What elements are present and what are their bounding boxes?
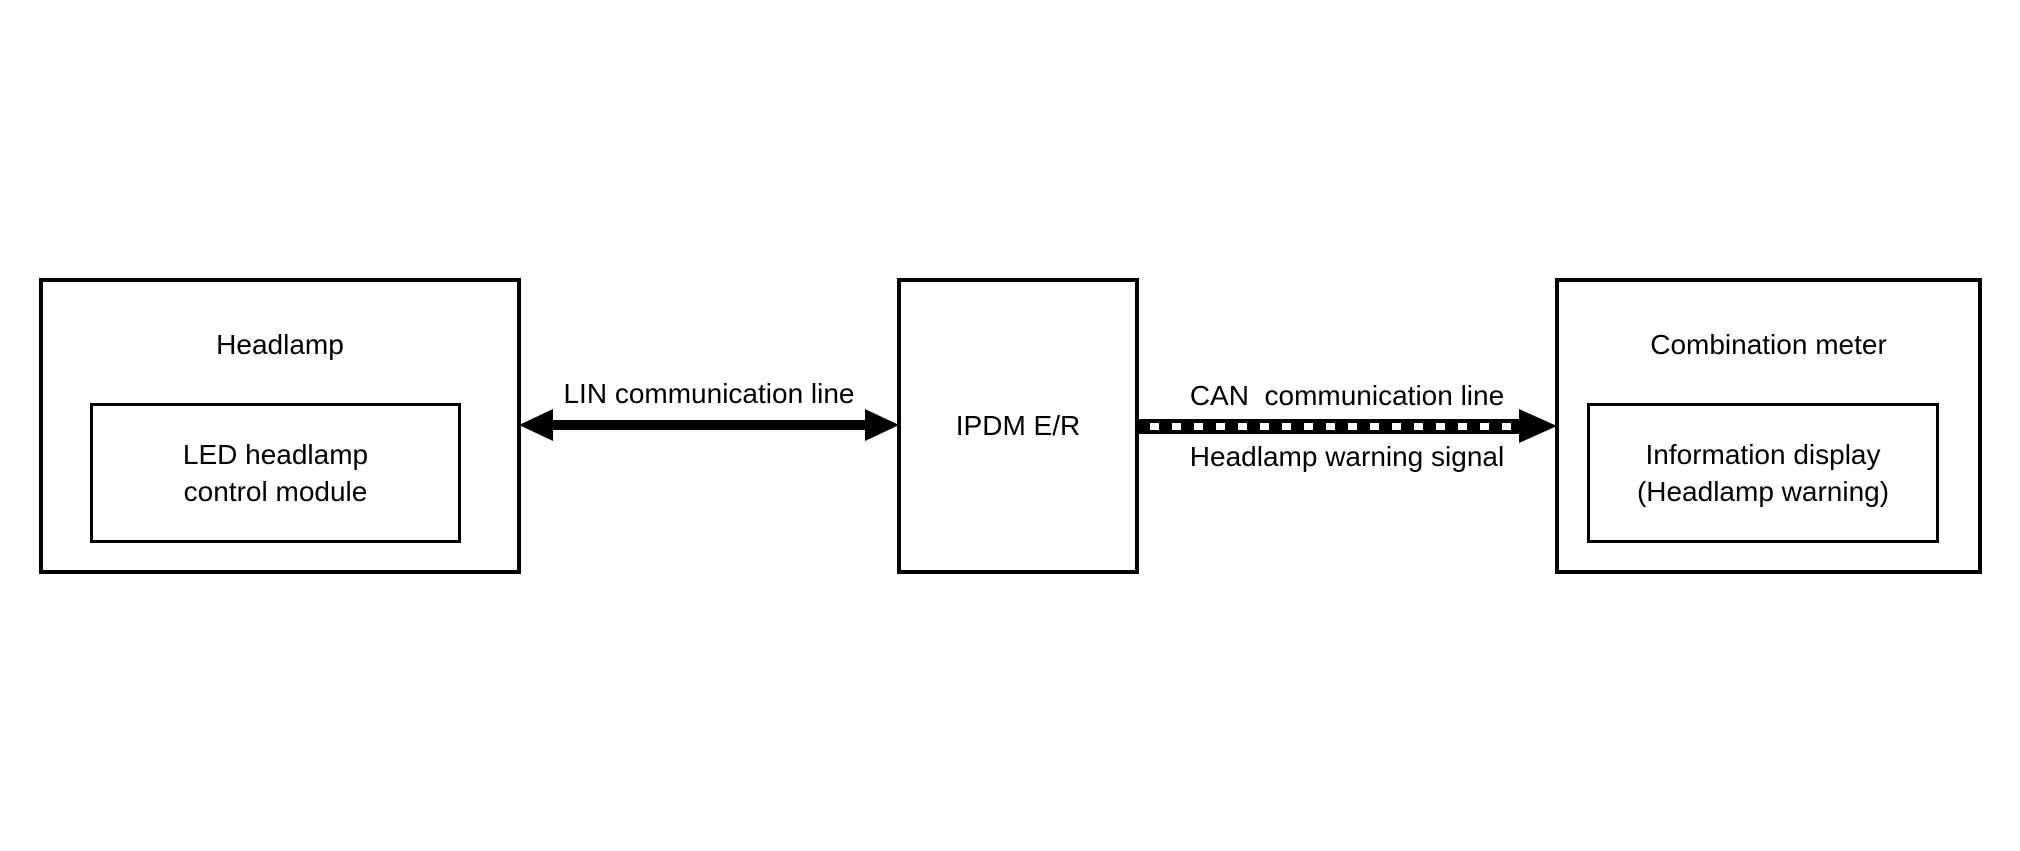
led-control-module-label-line2: control module (183, 476, 368, 507)
can-arrow-bar (1137, 418, 1519, 434)
can-arrow-right-head (1519, 409, 1557, 443)
lin-arrow-right-head (865, 409, 899, 441)
lin-arrow-left-head (519, 409, 553, 441)
information-display-label: Information display (Headlamp warning) (1590, 406, 1936, 540)
lin-arrow (519, 409, 899, 441)
led-control-module-label-line1: LED headlamp (182, 439, 369, 470)
headlamp-box-title: Headlamp (216, 329, 344, 360)
led-control-module-label: LED headlamp control module (93, 406, 458, 540)
information-display-box: Information display (Headlamp warning) (1587, 403, 1939, 543)
lin-communication-line-label: LIN communication line (563, 378, 855, 409)
can-communication-line-label: CAN communication line (1189, 380, 1505, 411)
combination-meter-box: Combination meter Information display (H… (1555, 278, 1982, 574)
lin-arrow-bar (553, 420, 865, 430)
headlamp-box: Headlamp LED headlamp control module (39, 278, 521, 574)
ipdm-er-box-label: IPDM E/R (955, 410, 1081, 441)
information-display-label-line1: Information display (1645, 439, 1881, 470)
headlamp-warning-signal-label: Headlamp warning signal (1189, 441, 1505, 472)
ipdm-er-box: IPDM E/R (897, 278, 1139, 574)
led-control-module-box: LED headlamp control module (90, 403, 461, 543)
can-arrow (1137, 409, 1557, 443)
combination-meter-box-title: Combination meter (1650, 329, 1887, 360)
information-display-label-line2: (Headlamp warning) (1636, 476, 1890, 507)
